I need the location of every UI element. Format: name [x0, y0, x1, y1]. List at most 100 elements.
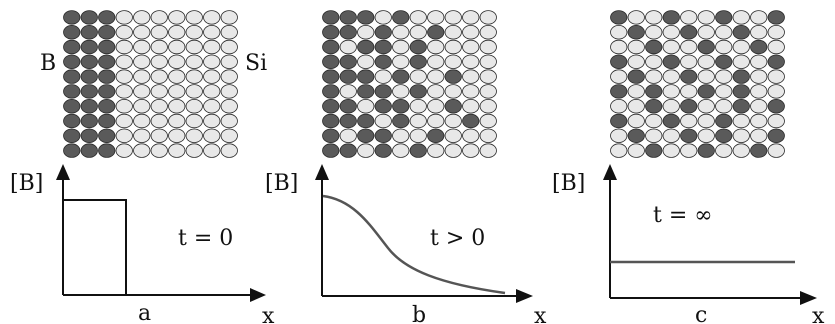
- silicon-atom: [480, 55, 496, 69]
- silicon-atom: [375, 114, 391, 128]
- silicon-atom: [716, 25, 732, 39]
- boron-atom: [768, 55, 784, 69]
- caption-a: a: [138, 301, 151, 324]
- silicon-atom: [751, 114, 767, 128]
- silicon-atom: [751, 11, 767, 25]
- silicon-atom: [410, 11, 426, 25]
- boron-atom: [628, 70, 644, 84]
- silicon-atom: [186, 99, 202, 113]
- boron-atom: [81, 11, 97, 25]
- silicon-atom: [681, 144, 697, 158]
- silicon-atom: [445, 85, 461, 99]
- silicon-atom: [428, 85, 444, 99]
- silicon-atom: [751, 70, 767, 84]
- silicon-atom: [186, 70, 202, 84]
- silicon-atom: [116, 55, 132, 69]
- silicon-atom: [628, 85, 644, 99]
- boron-atom: [323, 144, 339, 158]
- boron-atom: [663, 114, 679, 128]
- boron-atom: [99, 114, 115, 128]
- boron-atom: [733, 25, 749, 39]
- lattice-a: [64, 11, 238, 158]
- boron-atom: [751, 40, 767, 54]
- boron-atom: [99, 25, 115, 39]
- silicon-atom: [768, 144, 784, 158]
- silicon-atom: [480, 114, 496, 128]
- lattice-c: [611, 11, 785, 158]
- silicon-atom: [663, 40, 679, 54]
- boron-atom: [375, 144, 391, 158]
- boron-atom: [81, 85, 97, 99]
- silicon-atom: [733, 40, 749, 54]
- silicon-atom: [169, 85, 185, 99]
- silicon-atom: [116, 70, 132, 84]
- silicon-atom: [116, 25, 132, 39]
- silicon-atom: [698, 70, 714, 84]
- silicon-atom: [204, 11, 220, 25]
- silicon-atom: [463, 70, 479, 84]
- silicon-atom: [221, 144, 237, 158]
- boron-atom: [323, 99, 339, 113]
- panel-b: [B] t > 0 b x: [265, 11, 547, 324]
- boron-atom: [375, 55, 391, 69]
- silicon-atom: [611, 70, 627, 84]
- boron-atom: [358, 114, 374, 128]
- panel-c: [B] t = ∞ c x: [552, 11, 825, 324]
- silicon-atom: [628, 144, 644, 158]
- silicon-atom: [393, 55, 409, 69]
- boron-atom: [681, 70, 697, 84]
- boron-atom: [99, 144, 115, 158]
- silicon-atom: [375, 11, 391, 25]
- boron-atom: [375, 99, 391, 113]
- boron-atom: [99, 40, 115, 54]
- silicon-atom: [221, 99, 237, 113]
- silicon-atom: [134, 11, 150, 25]
- silicon-atom: [733, 55, 749, 69]
- boron-atom: [64, 70, 80, 84]
- plot-b: [B] t > 0 b x: [265, 164, 547, 324]
- boron-atom: [340, 55, 356, 69]
- silicon-atom: [169, 11, 185, 25]
- silicon-atom: [186, 144, 202, 158]
- silicon-atom: [463, 55, 479, 69]
- silicon-atom: [681, 40, 697, 54]
- silicon-atom: [611, 25, 627, 39]
- boron-atom: [99, 85, 115, 99]
- boron-atom: [323, 11, 339, 25]
- boron-atom: [64, 85, 80, 99]
- boron-atom: [611, 55, 627, 69]
- silicon-atom: [716, 85, 732, 99]
- boron-atom: [375, 40, 391, 54]
- silicon-atom: [628, 40, 644, 54]
- x-axis-arrow-a: [250, 288, 266, 302]
- silicon-atom: [768, 40, 784, 54]
- silicon-atom: [611, 40, 627, 54]
- x-label-a: x: [262, 304, 275, 324]
- boron-atom: [81, 99, 97, 113]
- silicon-atom: [663, 70, 679, 84]
- y-axis-arrow-a: [56, 164, 70, 180]
- silicon-atom: [221, 40, 237, 54]
- silicon-atom: [204, 129, 220, 143]
- silicon-atom: [393, 25, 409, 39]
- silicon-atom: [186, 11, 202, 25]
- silicon-atom: [151, 129, 167, 143]
- silicon-atom: [480, 70, 496, 84]
- silicon-atom: [445, 144, 461, 158]
- silicon-atom: [204, 144, 220, 158]
- silicon-atom: [463, 40, 479, 54]
- silicon-atom: [428, 70, 444, 84]
- y-axis-arrow-c: [603, 164, 617, 180]
- silicon-atom: [116, 114, 132, 128]
- boron-atom: [99, 129, 115, 143]
- boron-atom: [716, 55, 732, 69]
- silicon-atom: [428, 11, 444, 25]
- silicon-atom: [463, 129, 479, 143]
- silicon-atom: [169, 99, 185, 113]
- boron-atom: [64, 114, 80, 128]
- silicon-atom: [134, 99, 150, 113]
- boron-atom: [611, 11, 627, 25]
- silicon-atom: [410, 70, 426, 84]
- silicon-atom: [698, 55, 714, 69]
- boron-atom: [99, 99, 115, 113]
